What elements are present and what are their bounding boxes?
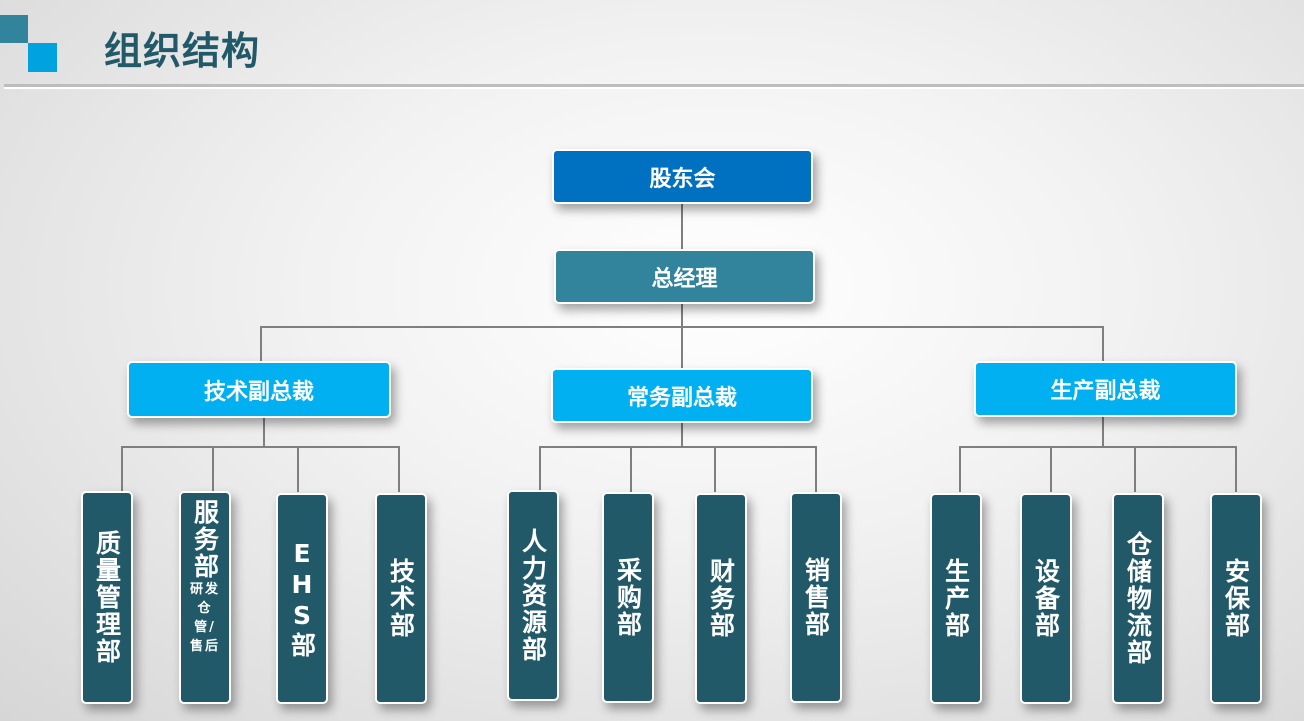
- connector: [1050, 446, 1052, 492]
- connector: [1134, 446, 1136, 492]
- node-dept-finance: 财务部: [695, 493, 747, 704]
- node-dept-sales: 销售部: [790, 492, 842, 703]
- logo-square-dark: [0, 15, 28, 43]
- node-dept-security: 安保部: [1210, 493, 1262, 704]
- dept-label: 服务部: [190, 499, 220, 580]
- node-vp-production: 生产副总裁: [974, 361, 1237, 417]
- node-vp-operations: 常务副总裁: [551, 368, 813, 423]
- connector: [212, 446, 214, 492]
- connector: [539, 446, 541, 492]
- divider-highlight: [4, 87, 1304, 89]
- connector: [1235, 446, 1237, 492]
- page-title: 组织结构: [104, 29, 261, 73]
- dept-sublabel: 研发仓管/售后: [190, 582, 221, 654]
- connector: [121, 446, 123, 492]
- node-dept-hr: 人力资源部: [507, 490, 559, 701]
- connector: [539, 446, 817, 448]
- node-dept-technical: 技术部: [375, 493, 427, 704]
- connector: [260, 326, 262, 362]
- node-general-manager: 总经理: [554, 249, 815, 304]
- connector: [714, 446, 716, 492]
- node-dept-quality: 质量管理部: [81, 491, 133, 704]
- connector: [398, 446, 400, 492]
- connector: [630, 446, 632, 492]
- node-dept-logistics: 仓储物流部: [1112, 493, 1164, 704]
- connector: [260, 326, 1104, 328]
- connector: [959, 446, 961, 492]
- connector: [681, 203, 683, 250]
- node-dept-ehs: EHS部: [276, 493, 328, 704]
- connector: [681, 303, 683, 369]
- connector: [681, 422, 683, 447]
- node-dept-equipment: 设备部: [1020, 493, 1072, 704]
- logo-square-light: [28, 43, 57, 72]
- node-vp-technology: 技术副总裁: [127, 361, 391, 418]
- connector: [122, 446, 400, 448]
- connector: [1102, 416, 1104, 447]
- node-board: 股东会: [552, 149, 813, 204]
- node-dept-purchasing: 采购部: [602, 492, 654, 703]
- connector: [1102, 326, 1104, 362]
- connector: [959, 446, 1237, 448]
- node-dept-production: 生产部: [930, 493, 982, 704]
- divider: [4, 84, 1304, 87]
- connector: [815, 446, 817, 492]
- connector: [263, 417, 265, 447]
- node-dept-service: 服务部 研发仓管/售后: [179, 491, 231, 704]
- connector: [297, 446, 299, 492]
